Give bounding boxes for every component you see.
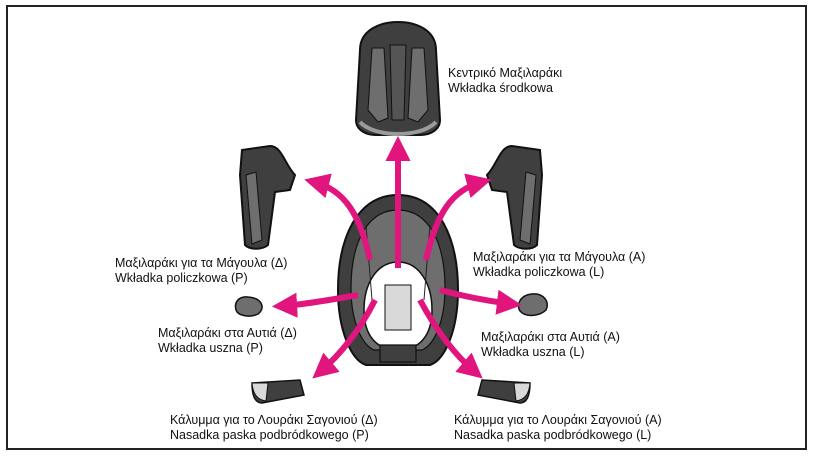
label-cheek-pad-right-side-line2: Wkładka policzkowa (P) bbox=[115, 271, 287, 286]
label-ear-pad-left-side-line2: Wkładka uszna (L) bbox=[481, 345, 620, 360]
label-cheek-pad-left-side-line2: Wkładka policzkowa (L) bbox=[473, 265, 645, 280]
label-cheek-pad-left-side-line1: Μαξιλαράκι για τα Μάγουλα (Α) bbox=[473, 250, 645, 265]
chin-strap-cover-right-side-part bbox=[252, 380, 304, 403]
label-center-pad-line2: Wkładka środkowa bbox=[448, 81, 562, 96]
label-chin-cover-right-side-line2: Nasadka paska podbródkowego (P) bbox=[170, 428, 378, 443]
chin-strap-cover-left-side-part bbox=[478, 380, 530, 403]
label-chin-cover-left-side-line1: Κάλυμμα για το Λουράκι Σαγονιού (Α) bbox=[454, 413, 662, 428]
ear-pad-right-side-part bbox=[236, 297, 263, 316]
label-ear-pad-right-side: Μαξιλαράκι στα Αυτιά (Δ) Wkładka uszna (… bbox=[158, 326, 297, 356]
label-ear-pad-right-side-line1: Μαξιλαράκι στα Αυτιά (Δ) bbox=[158, 326, 297, 341]
cheek-pad-left-side-part bbox=[487, 146, 542, 249]
label-ear-pad-left-side-line1: Μαξιλαράκι στα Αυτιά (Α) bbox=[481, 330, 620, 345]
label-chin-strap-cover-left-side: Κάλυμμα για το Λουράκι Σαγονιού (Α) Nasa… bbox=[454, 413, 662, 443]
label-ear-pad-left-side: Μαξιλαράκι στα Αυτιά (Α) Wkładka uszna (… bbox=[481, 330, 620, 360]
label-chin-cover-left-side-line2: Nasadka paska podbródkowego (L) bbox=[454, 428, 662, 443]
label-center-pad-line1: Κεντρικό Μαξιλαράκι bbox=[448, 66, 562, 81]
cheek-pad-right-side-part bbox=[240, 146, 295, 249]
center-pad-part bbox=[356, 22, 440, 135]
label-cheek-pad-left-side: Μαξιλαράκι για τα Μάγουλα (Α) Wkładka po… bbox=[473, 250, 645, 280]
label-cheek-pad-right-side-line1: Μαξιλαράκι για τα Μάγουλα (Δ) bbox=[115, 256, 287, 271]
label-chin-cover-right-side-line1: Κάλυμμα για το Λουράκι Σαγονιού (Δ) bbox=[170, 413, 378, 428]
label-center-pad: Κεντρικό Μαξιλαράκι Wkładka środkowa bbox=[448, 66, 562, 96]
label-cheek-pad-right-side: Μαξιλαράκι για τα Μάγουλα (Δ) Wkładka po… bbox=[115, 256, 287, 286]
label-chin-strap-cover-right-side: Κάλυμμα για το Λουράκι Σαγονιού (Δ) Nasa… bbox=[170, 413, 378, 443]
label-ear-pad-right-side-line2: Wkładka uszna (P) bbox=[158, 341, 297, 356]
ear-pad-left-side-part bbox=[519, 294, 548, 316]
